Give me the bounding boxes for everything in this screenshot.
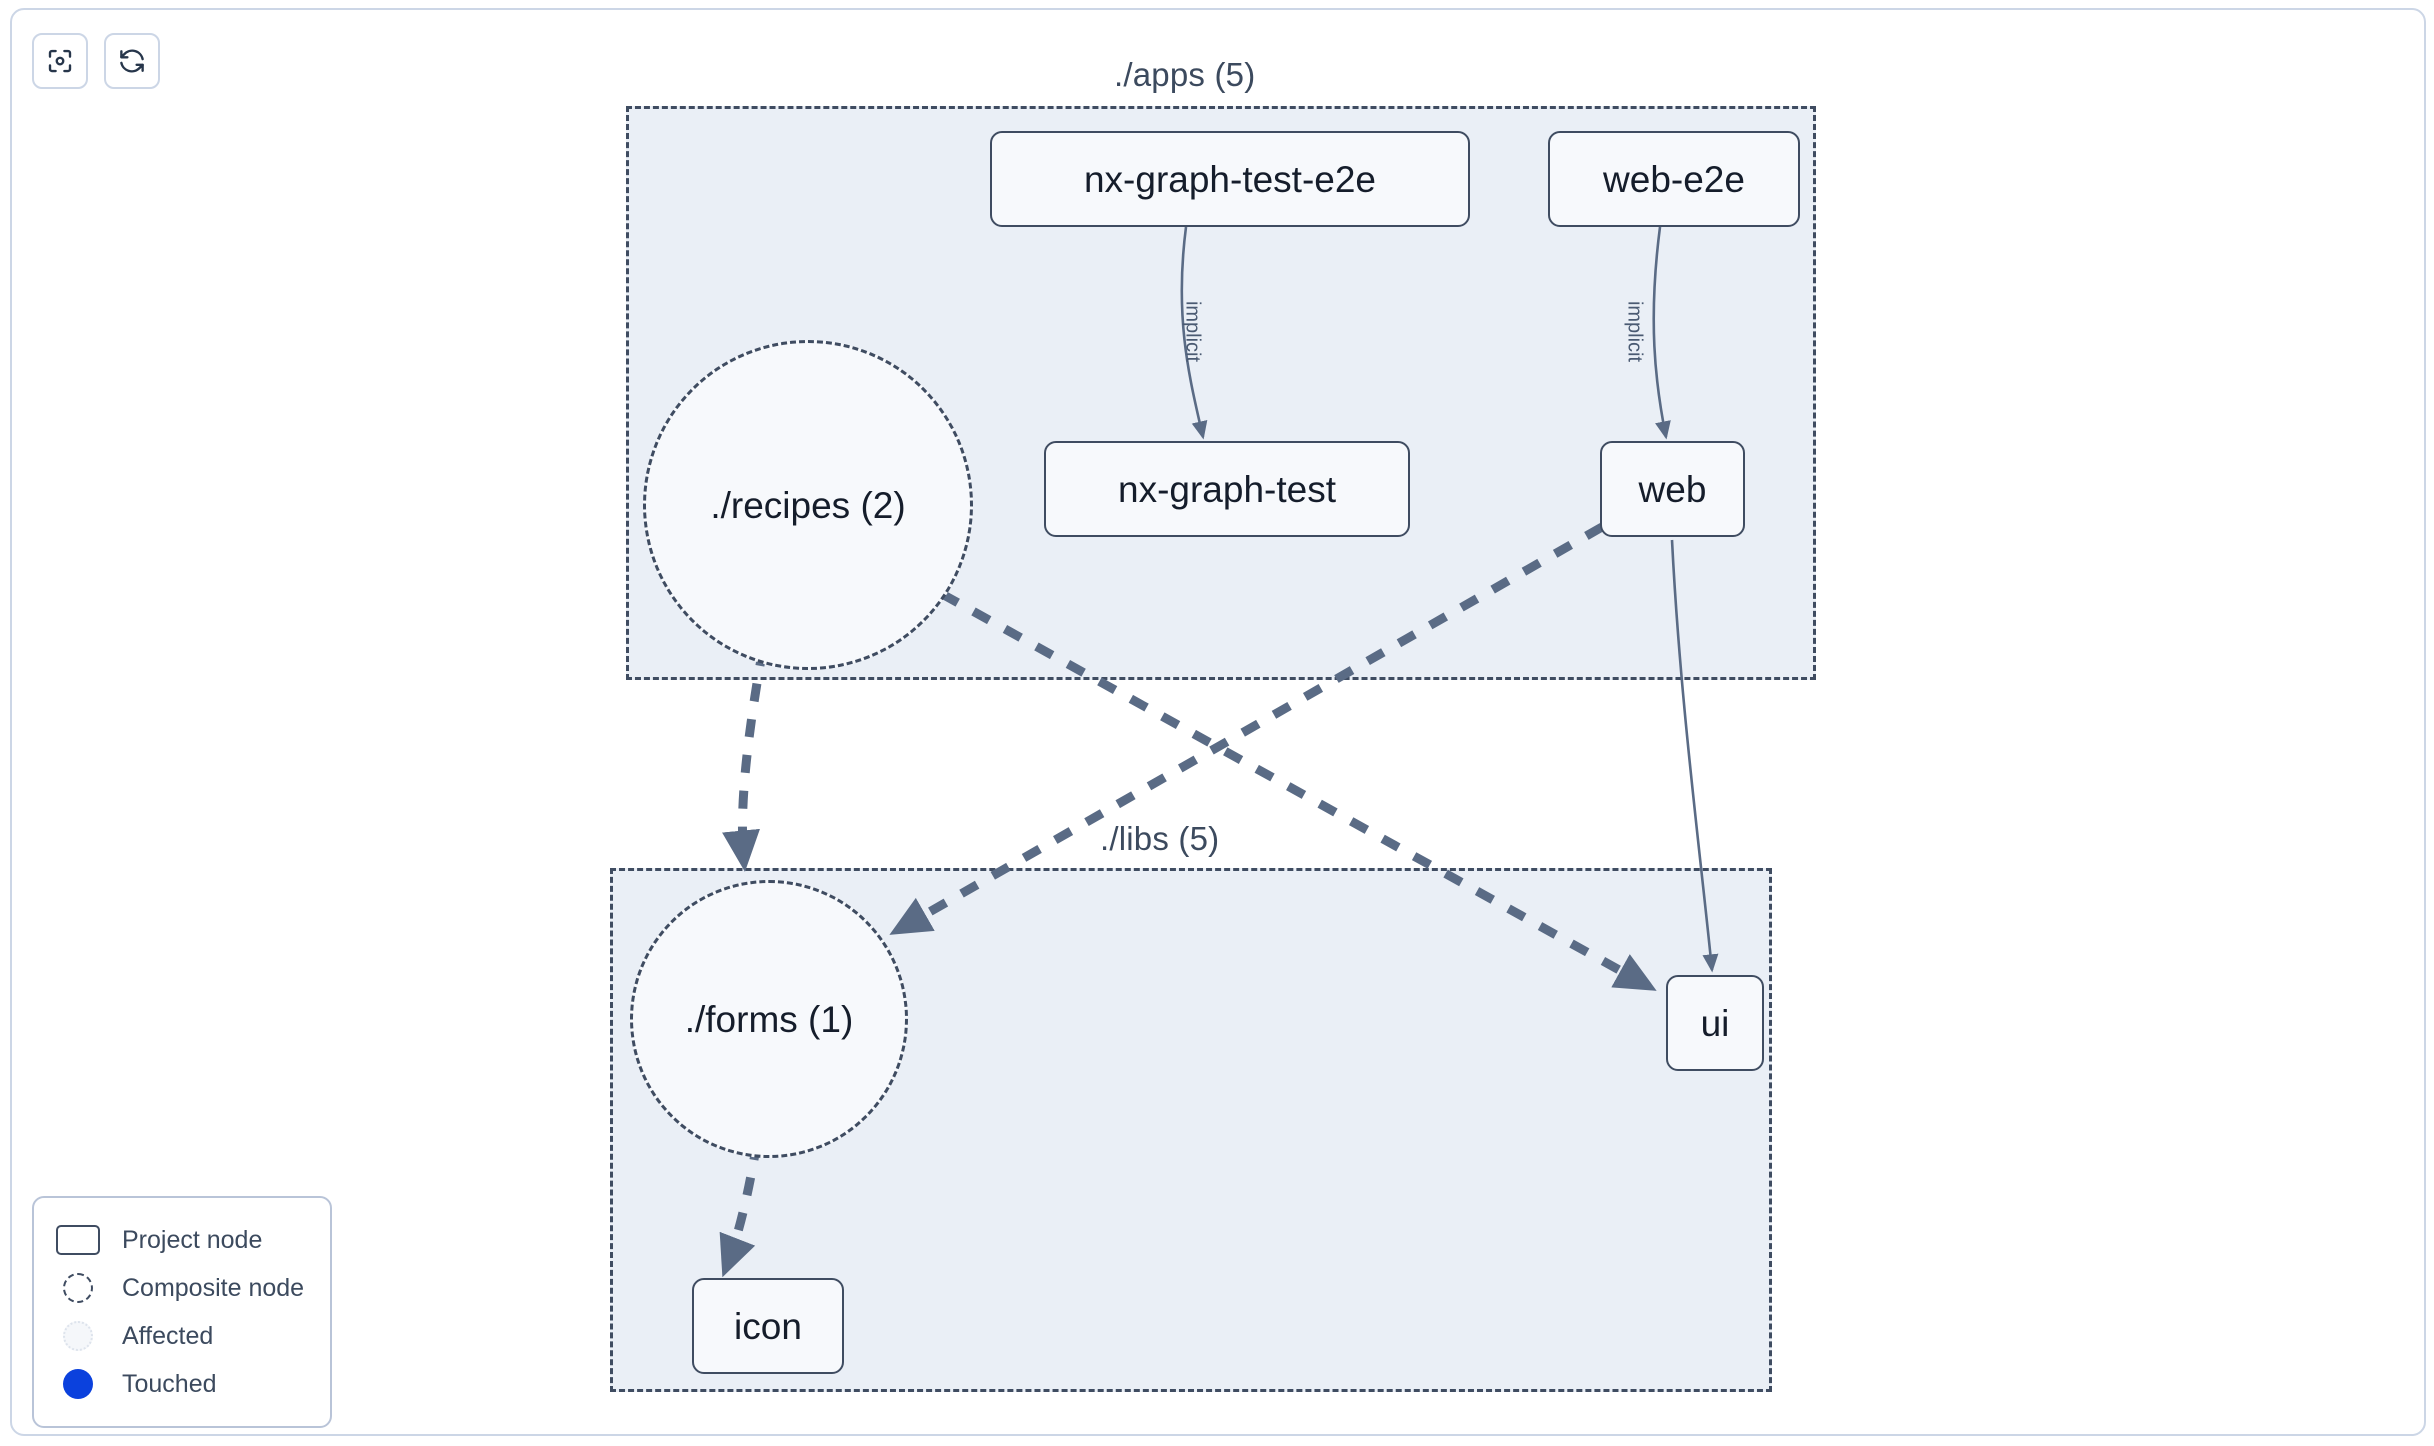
refresh-graph-button[interactable] — [104, 33, 160, 89]
node-web-e2e[interactable]: web-e2e — [1548, 131, 1800, 227]
node-label: web-e2e — [1603, 158, 1745, 200]
node-icon[interactable]: icon — [692, 1278, 844, 1374]
node-label: ./forms (1) — [684, 998, 854, 1040]
group-apps-label: ./apps (5) — [1114, 56, 1256, 93]
graph-toolbar — [32, 33, 160, 89]
legend-item-label: Affected — [122, 1321, 214, 1350]
node-nx-graph-test[interactable]: nx-graph-test — [1044, 441, 1410, 537]
node-label: icon — [734, 1305, 802, 1347]
legend-item-affected: Affected — [56, 1312, 308, 1360]
node-label: nx-graph-test-e2e — [1083, 158, 1377, 200]
affected-swatch — [56, 1321, 100, 1351]
node-recipes[interactable]: ./recipes (2) — [643, 340, 973, 670]
node-label: web — [1638, 468, 1707, 510]
legend-item-label: Touched — [122, 1369, 217, 1398]
edge-recipes-to-forms — [722, 647, 768, 872]
graph-legend: Project node Composite node Affected Tou… — [32, 1196, 332, 1428]
composite-node-swatch — [56, 1273, 100, 1303]
legend-item-touched: Touched — [56, 1360, 308, 1408]
focus-target-icon — [45, 46, 75, 76]
node-web[interactable]: web — [1600, 441, 1745, 537]
node-label: ui — [1700, 1002, 1730, 1044]
legend-item-label: Project node — [122, 1225, 263, 1254]
node-label: ./recipes (2) — [710, 484, 906, 526]
node-nx-graph-test-e2e[interactable]: nx-graph-test-e2e — [990, 131, 1470, 227]
edge-label-implicit-nx-graph-test: implicit — [1181, 300, 1204, 363]
project-node-swatch — [56, 1225, 100, 1255]
legend-item-label: Composite node — [122, 1273, 305, 1302]
legend-item-project-node: Project node — [56, 1216, 308, 1264]
touched-swatch — [56, 1369, 100, 1399]
focus-graph-button[interactable] — [32, 33, 88, 89]
edge-label-implicit-web: implicit — [1623, 300, 1646, 363]
legend-item-composite-node: Composite node — [56, 1264, 308, 1312]
refresh-icon — [117, 46, 147, 76]
node-label: nx-graph-test — [1118, 468, 1336, 510]
group-libs-label: ./libs (5) — [1100, 820, 1220, 857]
node-forms[interactable]: ./forms (1) — [630, 880, 908, 1158]
node-ui[interactable]: ui — [1666, 975, 1764, 1071]
